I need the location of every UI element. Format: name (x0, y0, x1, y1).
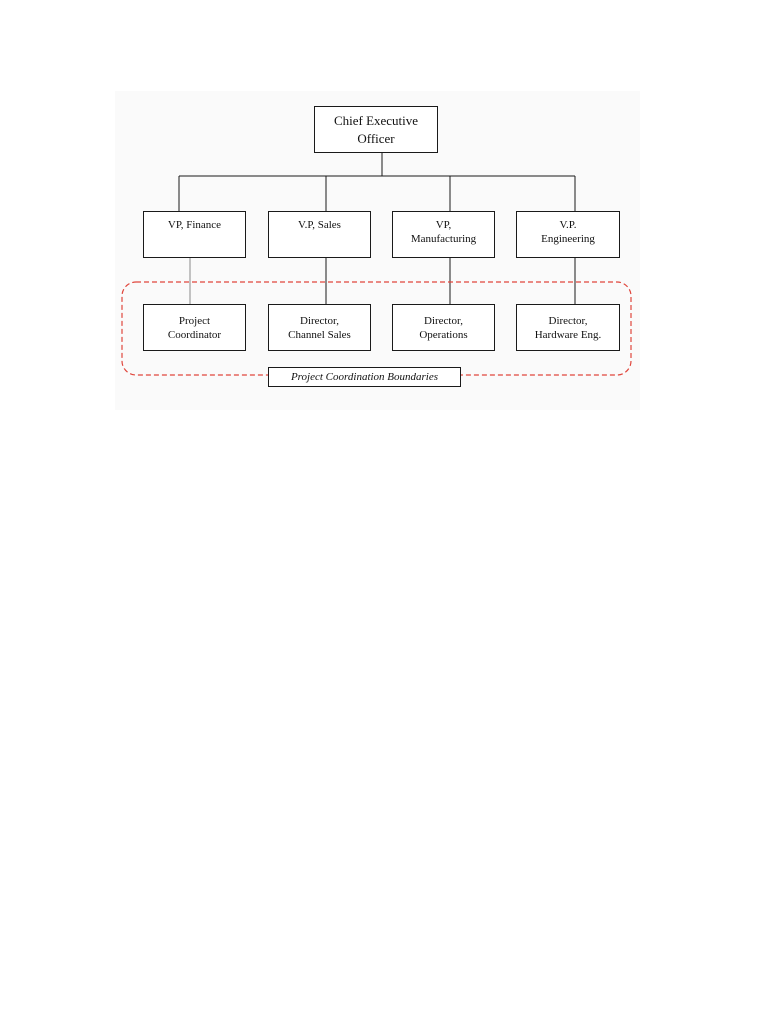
project-coordinator-box: Project Coordinator (143, 304, 246, 351)
director-channel-sales-box: Director, Channel Sales (268, 304, 371, 351)
vp-sales-box: V.P, Sales (268, 211, 371, 258)
vp-manufacturing-box: VP, Manufacturing (392, 211, 495, 258)
director-hardware-box: Director, Hardware Eng. (516, 304, 620, 351)
ceo-box: Chief Executive Officer (314, 106, 438, 153)
vp-engineering-box: V.P. Engineering (516, 211, 620, 258)
director-operations-box: Director, Operations (392, 304, 495, 351)
boundary-label: Project Coordination Boundaries (268, 367, 461, 387)
coordination-boundary (121, 281, 632, 376)
vp-finance-box: VP, Finance (143, 211, 246, 258)
